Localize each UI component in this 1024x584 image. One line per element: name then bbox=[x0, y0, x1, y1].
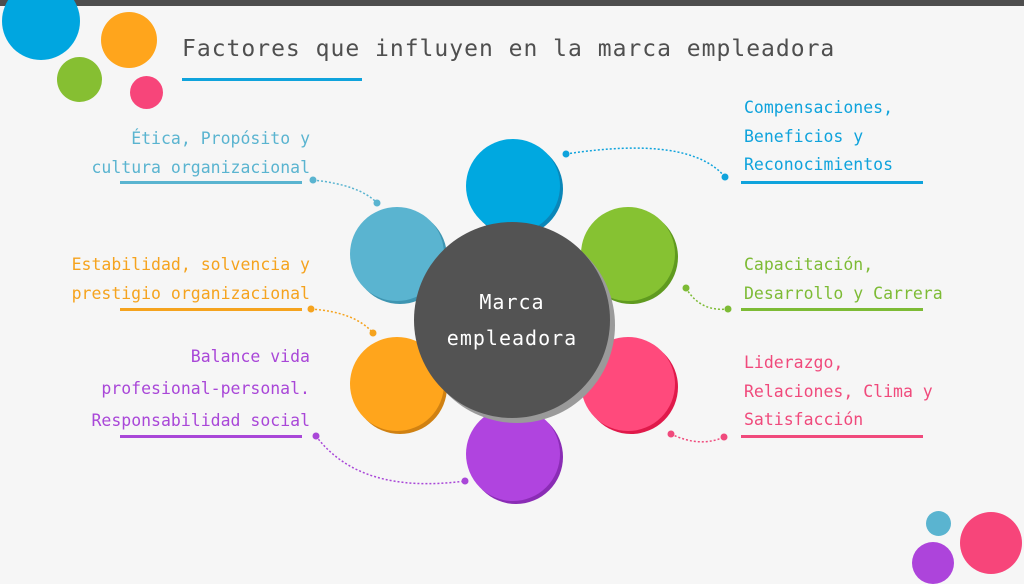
decor-circle-lightblue bbox=[926, 511, 951, 536]
decor-circle-pink-br bbox=[960, 512, 1022, 574]
connector-dot bbox=[682, 284, 690, 292]
factor-line: Estabilidad, solvencia y bbox=[71, 255, 310, 274]
factor-line: Desarrollo y Carrera bbox=[744, 283, 943, 303]
decor-circle-pink bbox=[130, 76, 163, 109]
factor-line: Ética, Propósito y bbox=[131, 129, 310, 148]
factor-line: prestigio organizacional bbox=[71, 283, 310, 303]
connector-dot bbox=[562, 150, 570, 158]
connector-liderazgo bbox=[670, 433, 725, 443]
factor-line: Relaciones, Clima y bbox=[744, 381, 933, 401]
center-label-line2: empleadora bbox=[446, 326, 578, 350]
factor-line: Liderazgo, bbox=[744, 353, 844, 372]
connector-compensaciones bbox=[565, 147, 726, 178]
underline-estabilidad bbox=[120, 308, 302, 311]
underline-etica bbox=[120, 181, 302, 184]
connector-dot bbox=[307, 305, 315, 313]
underline-capacitacion bbox=[741, 308, 923, 311]
connector-dot bbox=[373, 199, 381, 207]
connector-dot bbox=[312, 432, 320, 440]
title-underline bbox=[182, 78, 362, 81]
factor-line: cultura organizacional bbox=[91, 157, 310, 177]
factor-line: Beneficios y bbox=[744, 126, 864, 146]
factor-line: profesional-personal. bbox=[101, 379, 310, 398]
factor-balance: Balance vida profesional-personal. Respo… bbox=[91, 341, 310, 437]
factor-etica: Ética, Propósito y cultura organizaciona… bbox=[91, 125, 310, 182]
decor-circle-orange bbox=[101, 12, 157, 68]
factor-line: Reconocimientos bbox=[744, 155, 894, 174]
connector-capacitacion bbox=[685, 287, 729, 311]
connector-dot bbox=[461, 477, 469, 485]
petal-purple bbox=[466, 407, 560, 501]
connector-dot bbox=[369, 329, 377, 337]
decor-circle-blue bbox=[2, 0, 80, 60]
factor-compensaciones: Compensaciones, Beneficios y Reconocimie… bbox=[744, 94, 893, 180]
petal-blue bbox=[466, 139, 560, 233]
connector-estabilidad bbox=[310, 308, 374, 334]
factor-line: Satisfacción bbox=[744, 410, 864, 429]
factor-line: Capacitación, bbox=[744, 255, 874, 274]
underline-compensaciones bbox=[741, 181, 923, 184]
center-circle: Marca empleadora bbox=[414, 222, 610, 418]
connector-dot bbox=[309, 176, 317, 184]
factor-line: Balance vida bbox=[190, 347, 310, 366]
connector-balance bbox=[315, 435, 466, 485]
factor-liderazgo: Liderazgo, Relaciones, Clima y Satisfacc… bbox=[744, 349, 933, 435]
connector-etica bbox=[312, 179, 378, 204]
center-label-line1: Marca bbox=[479, 290, 545, 314]
factor-line: Compensaciones, bbox=[744, 98, 894, 117]
factor-line: Responsabilidad social bbox=[91, 411, 310, 430]
connector-dot bbox=[720, 433, 728, 441]
decor-circle-green bbox=[57, 57, 102, 102]
page-title: Factores que influyen en la marca emplea… bbox=[182, 36, 836, 62]
connector-dot bbox=[667, 430, 675, 438]
connector-dot bbox=[721, 173, 729, 181]
connector-dot bbox=[724, 305, 732, 313]
underline-balance bbox=[120, 435, 302, 438]
factor-capacitacion: Capacitación, Desarrollo y Carrera bbox=[744, 251, 943, 308]
factor-estabilidad: Estabilidad, solvencia y prestigio organ… bbox=[72, 251, 310, 308]
underline-liderazgo bbox=[741, 435, 923, 438]
top-bar bbox=[0, 0, 1024, 6]
